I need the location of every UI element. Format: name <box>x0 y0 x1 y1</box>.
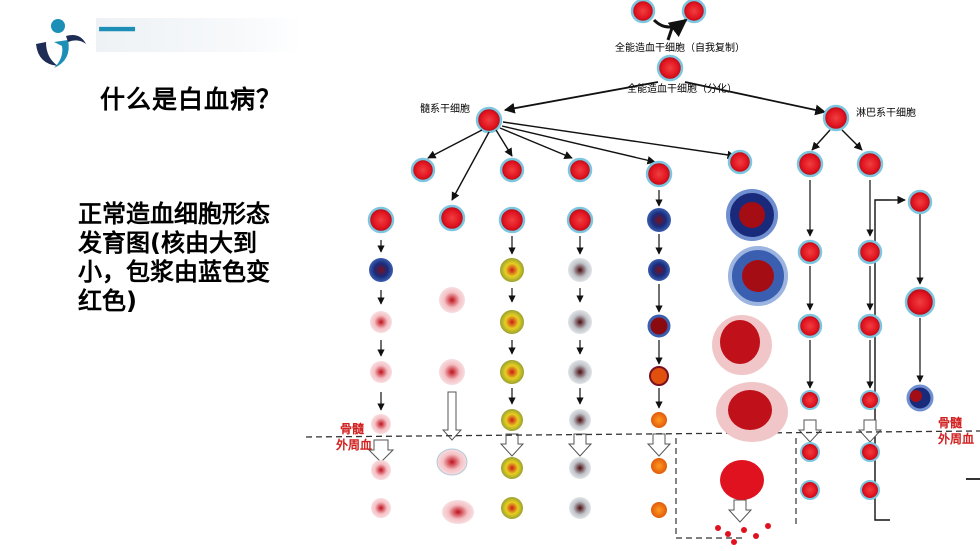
stem-cell-differentiation <box>656 54 684 82</box>
transfer-arrows <box>367 391 883 523</box>
label-myeloid-stem: 髓系干细胞 <box>420 102 470 115</box>
granulocyte-column <box>367 157 436 518</box>
label-bone-marrow-right: 骨髓 <box>938 415 963 430</box>
branch-arrows <box>503 81 827 116</box>
megakaryocyte-column <box>712 149 788 545</box>
t-lymphocyte-column <box>796 150 824 500</box>
lymphoid-stem-cell <box>822 104 850 132</box>
label-stem-differentiation: 全能造血干细胞（分化） <box>627 82 737 95</box>
page-question: 什么是白血病？ <box>100 85 283 114</box>
page-indicator <box>966 478 980 480</box>
b-lymph-bracket <box>874 199 890 521</box>
stem-cell-self-renewal <box>630 0 707 41</box>
myeloid-stem-cell <box>475 106 503 134</box>
column-arrows <box>377 180 924 411</box>
label-bone-marrow-left: 骨髓 <box>340 421 365 436</box>
basophil-column <box>566 157 594 519</box>
b-lymphocyte-column <box>856 150 884 500</box>
brand-logo-icon <box>36 19 86 68</box>
marrow-blood-boundary <box>305 430 980 438</box>
label-peripheral-blood-left: 外周血 <box>336 437 372 452</box>
eosinophil-column <box>498 157 526 519</box>
label-lymphoid-stem: 淋巴系干细胞 <box>856 106 916 119</box>
monocyte-column <box>436 204 474 524</box>
erythroid-column <box>645 160 673 518</box>
hematopoiesis-diagram: 全能造血干细胞（自我复制） 全能造血干细胞（分化） 髓系干细胞 淋巴系干细胞 <box>305 0 980 545</box>
plasma-cell-column <box>904 189 936 412</box>
header-band <box>96 18 302 52</box>
label-peripheral-blood-right: 外周血 <box>938 431 974 446</box>
myeloid-fan-arrows <box>427 121 736 201</box>
label-stem-self-renewal: 全能造血干细胞（自我复制） <box>615 41 745 54</box>
diagram-caption: 正常造血细胞形态发育图(核由大到小，包浆由蓝色变红色) <box>78 200 270 315</box>
lymphoid-arrows <box>811 129 863 151</box>
section-number: 一 <box>98 9 137 53</box>
